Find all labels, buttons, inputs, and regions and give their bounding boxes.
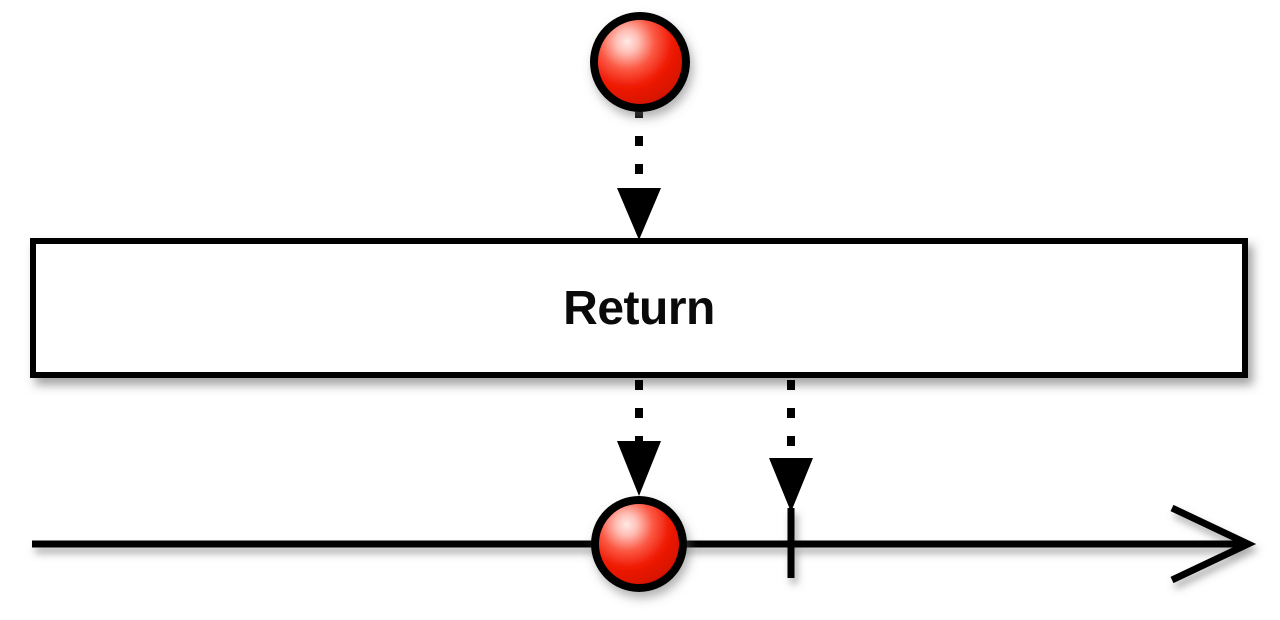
event-ball-bottom[interactable]: [591, 496, 687, 592]
event-ball-top-circle[interactable]: [590, 12, 690, 112]
connector-top-to-box: [617, 108, 661, 240]
connector-box-to-ball-arrowhead: [617, 441, 661, 496]
connector-box-to-tick: [769, 380, 813, 512]
event-ball-top[interactable]: [590, 12, 690, 112]
return-box-rect[interactable]: [30, 238, 1248, 378]
connector-top-to-box-arrowhead: [617, 188, 661, 240]
event-ball-bottom-circle[interactable]: [591, 496, 687, 592]
timeline-arrowhead-icon: [1170, 504, 1257, 584]
return-box[interactable]: [30, 238, 1248, 378]
connector-box-to-ball: [617, 380, 661, 496]
connector-box-to-tick-arrowhead: [769, 458, 813, 512]
